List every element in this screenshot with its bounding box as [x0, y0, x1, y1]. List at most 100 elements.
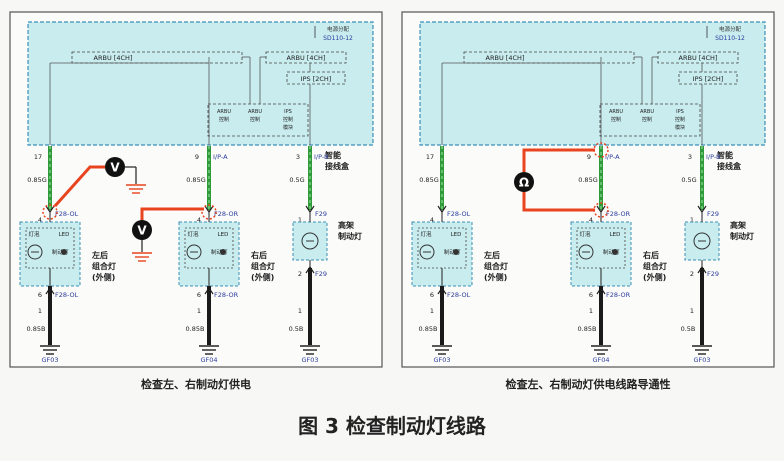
pin-number: 1 [298, 216, 302, 224]
lamp-name-label: 左后 [91, 250, 108, 260]
probe-lead [140, 207, 204, 222]
arbu-module-label: ARBU [4CH] [94, 54, 133, 62]
led-icon [61, 249, 67, 255]
led-icon [453, 249, 459, 255]
probe-point [201, 204, 217, 220]
connector-label: F28-OL [447, 210, 471, 218]
control-blocks [207, 103, 309, 137]
connector-label: F28-OR [214, 210, 239, 218]
ips-module-label: IPS [2CH] [693, 75, 724, 83]
pin-number: 9 [195, 153, 199, 161]
wire-gauge: 0.85G [186, 176, 206, 184]
pin-number: 1 [298, 307, 302, 315]
pin-number: 6 [197, 291, 201, 299]
wire-gauge: 0.5B [289, 325, 304, 333]
lamp-inner-label: 灯泡 [187, 230, 199, 238]
probe-lead [522, 148, 595, 172]
lamp-function-label: 制动灯 [52, 248, 69, 256]
lamp-name-label: (外侧) [484, 272, 507, 282]
connector-label: F28-OL [447, 291, 471, 299]
ground-label: GF03 [693, 356, 710, 364]
wire-gauge: 0.85B [578, 325, 597, 333]
connector-arrow [697, 265, 707, 274]
junction-box-label: 智能 [717, 150, 733, 160]
ground-label: GF04 [200, 356, 217, 364]
wire-gauge: 0.85G [27, 176, 47, 184]
lamp-inner-label: LED [218, 232, 229, 238]
lamp-name-label: 右后 [642, 250, 659, 260]
lamp-name-label: 高架 [730, 220, 746, 230]
ground-symbol [40, 345, 60, 355]
voltmeter-left [105, 157, 125, 177]
lamp-name-label: (外侧) [643, 272, 666, 282]
pin-number: 1 [690, 307, 694, 315]
connector-label: I/P-A [213, 153, 228, 161]
wire-gauge: 0.5G [289, 176, 304, 184]
lamp-name-label: 制动灯 [730, 231, 754, 241]
power-ref-code: SD110-12 [323, 35, 353, 42]
bulb-icon [693, 232, 711, 250]
lamp-inner-label: 灯泡 [420, 230, 432, 238]
connector-label: F29 [315, 210, 327, 218]
bulb-icon [419, 244, 435, 260]
pin-number: 9 [587, 153, 591, 161]
lamp-function-label: 制动灯 [444, 248, 461, 256]
lamp-name-label: 左后 [483, 250, 500, 260]
control-label: ARBU [217, 109, 231, 115]
pin-number: 4 [197, 216, 201, 224]
control-label: ARBU [248, 109, 262, 115]
control-label: IPS [676, 109, 684, 115]
control-label: 控制 [642, 116, 652, 123]
ground-symbol [132, 252, 152, 262]
connector-label: F29 [707, 210, 719, 218]
lamp-inner-label: LED [610, 232, 621, 238]
bulb-icon [186, 244, 202, 260]
probe-lead [53, 165, 105, 208]
bulb-icon [301, 232, 319, 250]
lamp-function-label: 制动灯 [211, 248, 228, 256]
connector-label: I/P-A [605, 153, 620, 161]
connector-label: F28-OR [606, 291, 631, 299]
ground-symbol [199, 345, 219, 355]
pin-number: 6 [38, 291, 42, 299]
connector-label: F28-OR [214, 291, 239, 299]
voltmeter-right-symbol: V [137, 224, 147, 238]
ground-symbol [591, 345, 611, 355]
connector-label: F28-OR [606, 210, 631, 218]
smart-junction-box [419, 21, 766, 146]
control-label: ARBU [640, 109, 654, 115]
power-ref-title: 电源分配 [719, 25, 742, 33]
connector-label: I/P-B [706, 153, 720, 161]
lamp-function-label: 制动灯 [603, 248, 620, 256]
ground-label: GF03 [41, 356, 58, 364]
bulb-icon [578, 244, 594, 260]
smart-junction-box [27, 21, 374, 146]
control-label: 控制 [250, 116, 260, 123]
lamp-name-label: 组合灯 [251, 261, 275, 271]
pin-number: 1 [589, 307, 593, 315]
pin-number: 1 [38, 307, 42, 315]
junction-box-label: 接线盒 [325, 161, 350, 171]
ground-symbol [692, 345, 712, 355]
power-ref-code: SD110-12 [715, 35, 745, 42]
connector-label: I/P-B [314, 153, 328, 161]
ground-label: GF04 [592, 356, 609, 364]
wire-gauge: 0.85G [419, 176, 439, 184]
ips-module-label: IPS [2CH] [301, 75, 332, 83]
lamp-name-label: (外侧) [92, 272, 115, 282]
pin-number: 3 [688, 153, 692, 161]
led-icon [220, 249, 226, 255]
probe-point [42, 204, 58, 220]
pin-number: 4 [430, 216, 434, 224]
power-ref-title: 电源分配 [327, 25, 350, 33]
ohmmeter-symbol: Ω [519, 176, 529, 190]
connector-arrow [305, 265, 315, 274]
ground-symbol [300, 345, 320, 355]
lamp-inner-label: 灯泡 [28, 230, 40, 238]
panel-caption: 检查左、右制动灯供电线路导通性 [506, 377, 671, 391]
lamp-name-label: 组合灯 [92, 261, 116, 271]
connector-label: F28-OL [55, 210, 79, 218]
pin-number: 17 [34, 153, 42, 161]
arbu-module-2 [265, 51, 347, 64]
